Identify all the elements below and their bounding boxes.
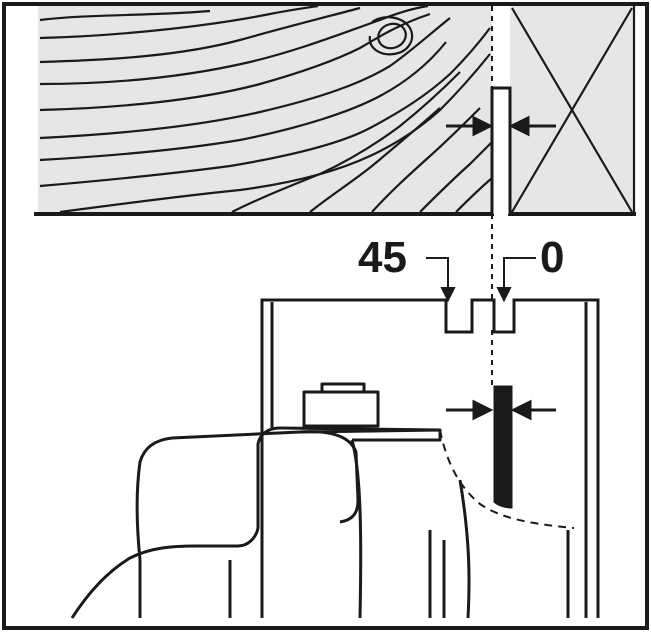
kerf-slot xyxy=(490,86,512,214)
wood-grain-lines xyxy=(39,4,493,214)
leader-45 xyxy=(426,257,456,303)
blade-housing-hidden-line xyxy=(439,429,575,529)
label-45: 45 xyxy=(358,233,407,282)
wood-board xyxy=(34,4,636,216)
blade-width-arrows xyxy=(446,399,556,421)
board-end-cross xyxy=(511,6,636,214)
jigsaw-body xyxy=(70,382,570,619)
saw-blade xyxy=(493,385,513,509)
leader-0 xyxy=(496,257,536,303)
saw-base-plate xyxy=(260,298,600,618)
label-0: 0 xyxy=(540,233,564,282)
kerf-width-arrows xyxy=(446,115,556,137)
